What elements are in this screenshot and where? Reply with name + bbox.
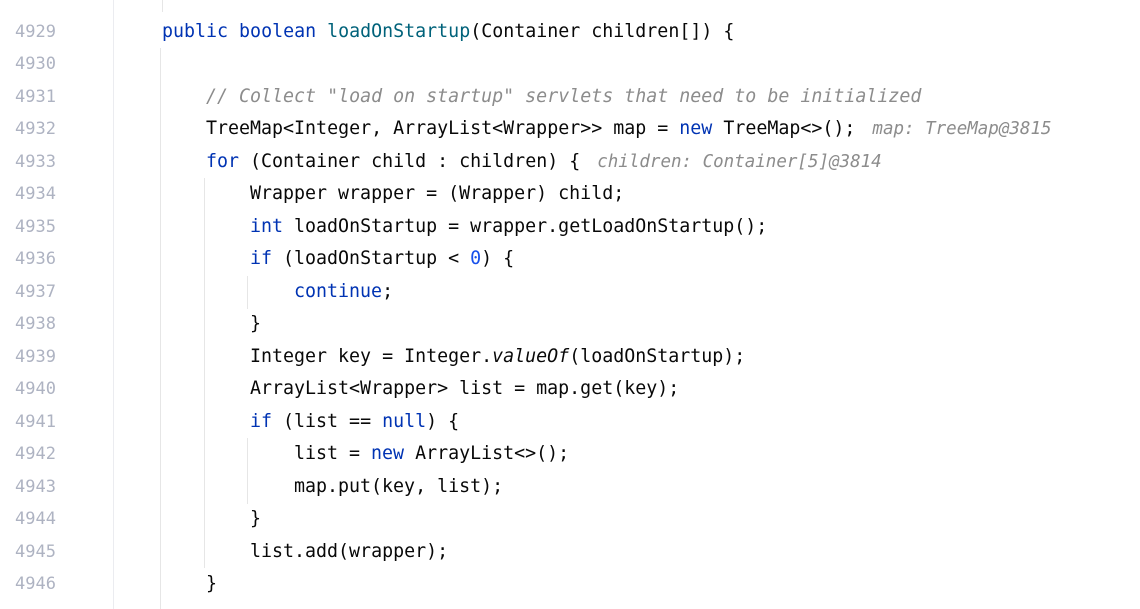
keyword-token: int <box>250 215 284 237</box>
keyword-token: for <box>206 150 240 172</box>
code-token: (loadOnStartup); <box>569 345 746 367</box>
code-line[interactable]: if (list == null) { <box>250 406 459 438</box>
indent-guide <box>162 0 163 12</box>
code-token: (list == <box>272 410 383 432</box>
code-token: TreeMap<Integer, ArrayList<Wrapper>> map… <box>206 118 680 140</box>
code-line[interactable]: if (loadOnStartup < 0) { <box>250 243 514 275</box>
line-number[interactable]: 4944 <box>15 509 56 530</box>
number-token: 0 <box>470 248 482 270</box>
code-line[interactable]: Integer key = Integer.valueOf(loadOnStar… <box>250 341 745 373</box>
code-token: valueOf <box>492 345 570 367</box>
line-number[interactable]: 4946 <box>15 573 56 594</box>
code-line[interactable]: ArrayList<Wrapper> list = map.get(key); <box>250 373 679 405</box>
code-token: ) { <box>426 410 460 432</box>
code-line[interactable]: Wrapper wrapper = (Wrapper) child; <box>250 178 624 210</box>
line-number[interactable]: 4930 <box>15 54 56 75</box>
debugger-inlay-hint[interactable]: children: Container[5]@3814 <box>597 151 882 172</box>
line-number-gutter[interactable]: 4929 4930 4931 4932 4933 4934 4935 4936 4937 4938… <box>0 0 114 609</box>
code-token: (Container children[]) { <box>470 21 735 42</box>
code-token: Wrapper wrapper = (Wrapper) child; <box>250 183 625 205</box>
indent-guide <box>160 48 161 609</box>
code-token: ; <box>382 280 394 302</box>
code-token: (loadOnStartup < <box>272 248 471 270</box>
line-number[interactable]: 4934 <box>15 184 56 205</box>
line-number[interactable]: 4935 <box>15 216 56 237</box>
method-name-token: loadOnStartup <box>316 21 471 42</box>
line-number[interactable]: 4941 <box>15 411 56 432</box>
code-line[interactable]: list.add(wrapper); <box>250 536 448 568</box>
comment-token: // Collect "load on startup" servlets th… <box>206 85 922 107</box>
code-line[interactable]: list = new ArrayList<>(); <box>294 438 569 470</box>
keyword-token: if <box>250 410 273 432</box>
code-token: (Container child : children) { <box>239 150 581 172</box>
code-line[interactable]: // Collect "load on startup" servlets th… <box>206 81 921 113</box>
code-token: list.add(wrapper); <box>250 540 449 562</box>
code-line[interactable]: } <box>250 503 261 535</box>
keyword-token: if <box>250 248 273 270</box>
keyword-token: null <box>382 410 427 432</box>
code-line[interactable]: continue; <box>294 276 393 308</box>
code-line[interactable]: map.put(key, list); <box>294 471 503 503</box>
keyword-token: new <box>679 118 713 140</box>
code-token: TreeMap<>(); <box>712 118 856 140</box>
code-token: Integer key = Integer. <box>250 345 493 367</box>
debugger-inlay-hint[interactable]: map: TreeMap@3815 <box>872 119 1052 140</box>
line-number[interactable]: 4945 <box>15 541 56 562</box>
code-line[interactable]: int loadOnStartup = wrapper.getLoadOnSta… <box>250 211 767 243</box>
code-line[interactable]: } <box>250 308 261 340</box>
line-number[interactable]: 4937 <box>15 281 56 302</box>
line-number[interactable]: 4940 <box>15 379 56 400</box>
code-line[interactable]: public boolean loadOnStartup(Container c… <box>162 16 734 48</box>
code-token: } <box>206 572 218 594</box>
line-number[interactable]: 4931 <box>15 86 56 107</box>
keyword-token: new <box>371 443 405 465</box>
code-token: ArrayList<Wrapper> list = map.get(key); <box>250 378 680 400</box>
line-number[interactable]: 4938 <box>15 314 56 335</box>
code-token: } <box>250 313 262 335</box>
code-token: ArrayList<>(); <box>404 443 570 465</box>
code-line[interactable]: TreeMap<Integer, ArrayList<Wrapper>> map… <box>206 113 1052 145</box>
keyword-token: boolean <box>228 21 317 42</box>
code-token: map.put(key, list); <box>294 475 504 497</box>
indent-guide <box>204 178 205 568</box>
code-line[interactable]: } <box>206 568 217 600</box>
line-number[interactable]: 4942 <box>15 444 56 465</box>
line-number[interactable]: 4932 <box>15 119 56 140</box>
indent-guide <box>247 438 248 504</box>
line-number[interactable]: 4929 <box>15 22 56 42</box>
code-token: } <box>250 508 262 530</box>
keyword-token: continue <box>294 280 383 302</box>
line-number[interactable]: 4933 <box>15 151 56 172</box>
code-token: ) { <box>481 248 515 270</box>
code-line[interactable]: for (Container child : children) { childr… <box>206 146 882 178</box>
line-number[interactable]: 4936 <box>15 249 56 270</box>
line-number[interactable]: 4939 <box>15 346 56 367</box>
code-token: list = <box>294 443 372 465</box>
line-number[interactable]: 4943 <box>15 476 56 497</box>
code-token: loadOnStartup = wrapper.getLoadOnStartup… <box>283 215 768 237</box>
indent-guide <box>247 276 248 309</box>
keyword-token: public <box>162 21 229 42</box>
